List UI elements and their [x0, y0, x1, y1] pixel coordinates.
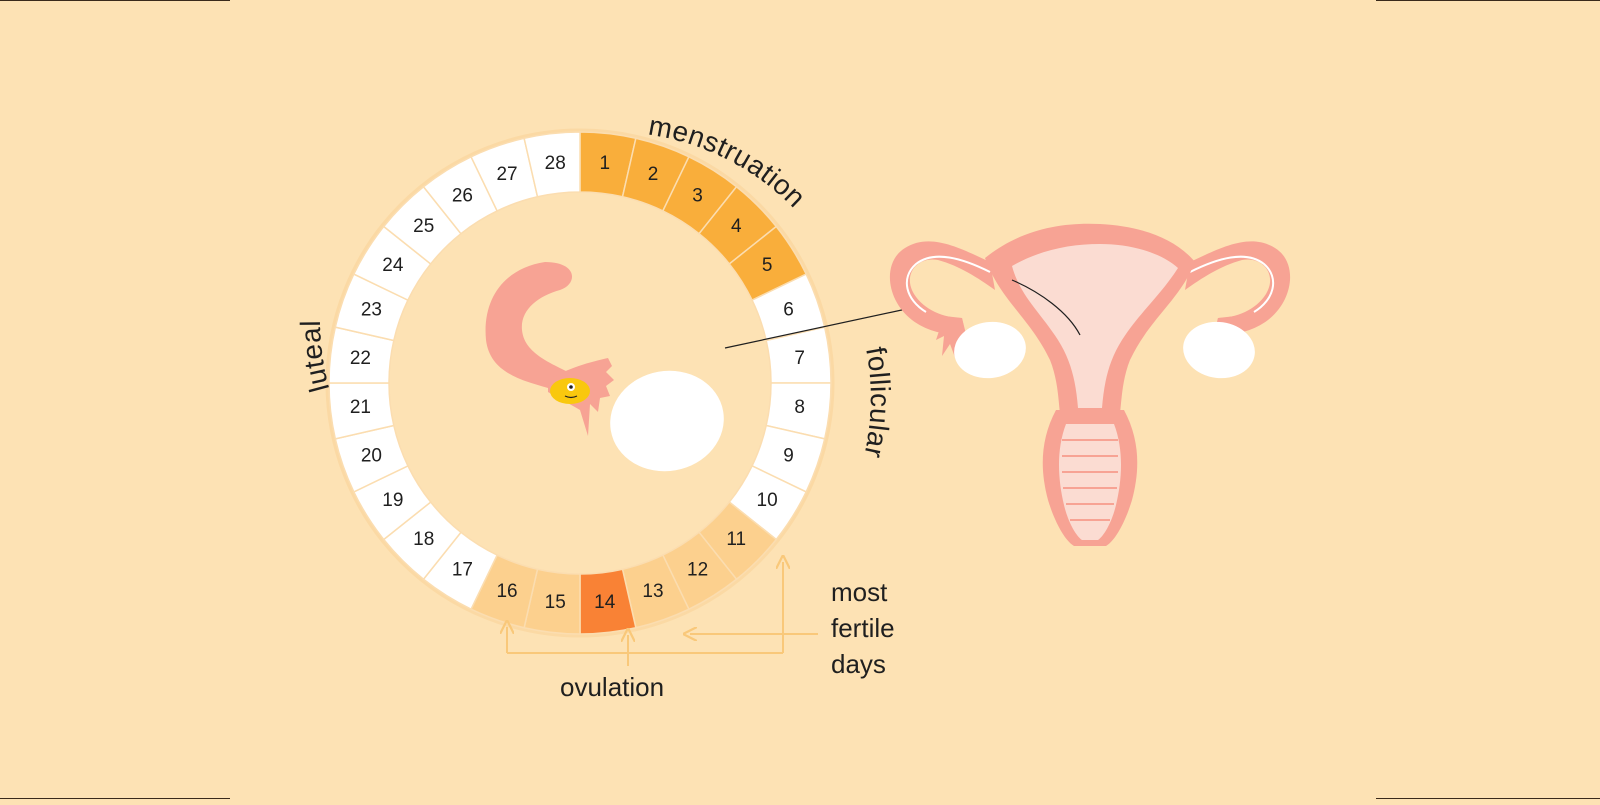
- fertile-label-line2: fertile: [831, 613, 895, 643]
- day-label-26: 26: [452, 185, 473, 206]
- uterus-icon: [889, 223, 1291, 546]
- day-label-28: 28: [545, 153, 566, 174]
- day-label-6: 6: [783, 300, 794, 321]
- ovary-icon: [610, 370, 724, 472]
- day-label-24: 24: [382, 255, 404, 276]
- day-label-8: 8: [794, 397, 805, 418]
- day-label-2: 2: [648, 164, 659, 185]
- fertile-label-line1: most: [831, 577, 888, 607]
- day-label-9: 9: [783, 445, 794, 466]
- day-label-13: 13: [642, 581, 663, 602]
- cycle-ring-outline: [325, 128, 835, 638]
- day-label-19: 19: [382, 490, 403, 511]
- bottom-right-border: [1376, 798, 1600, 799]
- day-label-18: 18: [413, 529, 434, 550]
- day-label-3: 3: [692, 185, 703, 206]
- day-label-1: 1: [599, 153, 610, 174]
- day-label-14: 14: [594, 592, 616, 613]
- day-label-16: 16: [496, 581, 517, 602]
- fallopian-tube-icon: [485, 262, 614, 436]
- day-label-17: 17: [452, 560, 473, 581]
- ovulation-label: ovulation: [560, 672, 664, 702]
- day-label-7: 7: [794, 348, 805, 369]
- day-label-27: 27: [496, 164, 517, 185]
- day-label-20: 20: [361, 445, 382, 466]
- day-label-12: 12: [687, 560, 708, 581]
- pointer-line: [724, 307, 912, 349]
- day-label-11: 11: [726, 529, 746, 550]
- cycle-ring: 1234567891011121314151617181920212223242…: [325, 128, 835, 638]
- day-label-22: 22: [350, 348, 371, 369]
- top-right-border: [1376, 0, 1600, 1]
- bottom-left-border: [0, 798, 230, 799]
- day-label-15: 15: [545, 592, 566, 613]
- day-label-10: 10: [757, 490, 778, 511]
- day-segment-28: [523, 131, 581, 198]
- follicular-phase-label: follicular: [858, 344, 896, 461]
- day-label-23: 23: [361, 300, 382, 321]
- day-label-21: 21: [350, 397, 371, 418]
- day-label-25: 25: [413, 216, 434, 237]
- day-label-4: 4: [731, 216, 742, 237]
- top-left-border: [0, 0, 230, 1]
- egg-icon: [550, 378, 590, 404]
- day-label-5: 5: [762, 255, 773, 276]
- fertile-arrows: [507, 562, 818, 666]
- fertile-label-line3: days: [831, 649, 886, 679]
